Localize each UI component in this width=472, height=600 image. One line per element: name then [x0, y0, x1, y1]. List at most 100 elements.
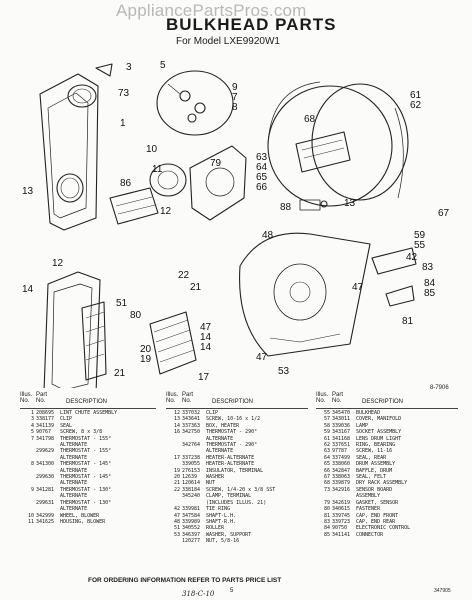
part-description: INSULATOR, TERMINAL — [206, 467, 264, 474]
callout-label: 14 — [200, 342, 212, 353]
header-description: DESCRIPTION — [362, 399, 404, 405]
part-number: 341281 — [36, 486, 55, 493]
part-number: 337238 — [182, 454, 201, 461]
table-header: Illus. No. Part No. DESCRIPTION — [316, 392, 458, 409]
part-number: 340552 — [182, 525, 201, 532]
bulkhead-drawing — [239, 232, 371, 357]
part-number: 342619 — [332, 499, 351, 506]
table-row: ALTERNATE — [20, 468, 156, 474]
callout-label: 21 — [114, 368, 126, 379]
part-description: THERMOSTAT - 155° — [60, 448, 112, 455]
part-description: THERMOSTAT - 155° — [60, 435, 112, 442]
callout-label: 81 — [402, 316, 414, 327]
part-number: 299629 — [36, 448, 55, 455]
seal-ring-drawing — [67, 84, 97, 108]
illus-number: 64 — [323, 454, 330, 461]
illus-number: 11 — [27, 518, 34, 525]
part-description: NUT, 5/8-16 — [206, 538, 240, 545]
callout-label: 88 — [280, 202, 292, 213]
part-number: 338184 — [182, 486, 201, 493]
header-part-no: Part No. — [332, 392, 344, 404]
callout-label: 12 — [52, 258, 64, 269]
illus-number: 14 — [173, 422, 180, 429]
illus-number: 9 — [30, 486, 34, 493]
part-description: THERMOSTAT - 130° — [60, 499, 112, 506]
illus-number: 61 — [323, 435, 330, 442]
blower-housing-drawing — [189, 145, 247, 221]
illus-number: 66 — [323, 467, 330, 474]
part-number: 97787 — [332, 448, 348, 455]
part-number: 345470 — [332, 410, 351, 416]
part-number: 342764 — [182, 442, 201, 449]
part-number: 342999 — [36, 512, 55, 519]
part-number: 337651 — [332, 442, 351, 449]
part-description: THERMOSTAT - 290° — [206, 429, 258, 436]
table-row: ALTERNATE — [20, 442, 156, 448]
callout-label: 13 — [22, 186, 34, 197]
header-description: DESCRIPTION — [66, 399, 108, 405]
header-part-no: Part No. — [36, 392, 48, 404]
illus-number: 17 — [173, 454, 180, 461]
part-description: ALTERNATE — [60, 506, 88, 513]
diagram-callouts: 3 73 1 13 86 12 5 9 7 8 10 11 79 68 61 6… — [22, 60, 450, 383]
part-description: SOCKET ASSEMBLY — [356, 429, 402, 436]
callout-label: 21 — [190, 282, 202, 293]
illus-number: 53 — [173, 531, 180, 538]
part-number: 299630 — [36, 474, 55, 481]
part-number: 339723 — [332, 518, 351, 525]
part-description: SENSOR BOARD — [356, 486, 393, 493]
part-description: CONNECTOR — [356, 531, 384, 538]
part-description: SCREW, 11-16 — [356, 448, 393, 455]
heater-element-drawing — [149, 311, 197, 375]
illus-number: 58 — [323, 422, 330, 429]
callout-label: 55 — [414, 240, 426, 251]
part-description: HEATER-ALTERNATE — [206, 461, 255, 468]
figure-code: 8-7906 — [430, 385, 449, 391]
illus-number: 47 — [173, 512, 180, 519]
part-description: ALTERNATE — [60, 467, 88, 474]
callout-label: 13 — [344, 198, 356, 209]
part-description: ALTERNATE — [206, 448, 234, 455]
table-row: ALTERNATE — [20, 455, 156, 461]
illus-number: 68 — [323, 480, 330, 487]
callout-label: 7 — [232, 92, 238, 103]
part-description: SCREW, 10-16 x 1/2 — [206, 416, 261, 423]
part-description: NUT — [206, 480, 216, 487]
part-number: 299631 — [36, 499, 55, 506]
part-description: ALTERNATE — [60, 480, 88, 487]
callout-label: 12 — [160, 206, 172, 217]
screen-rack-drawing — [109, 187, 159, 225]
part-description: ELECTRONIC CONTROL — [356, 525, 411, 532]
part-number: 347584 — [182, 512, 201, 519]
callout-label: 47 — [200, 322, 212, 333]
part-number: 120614 — [182, 480, 201, 487]
ordering-footer: FOR ORDERING INFORMATION REFER TO PARTS … — [88, 577, 282, 584]
illus-number: 19 — [173, 467, 180, 474]
